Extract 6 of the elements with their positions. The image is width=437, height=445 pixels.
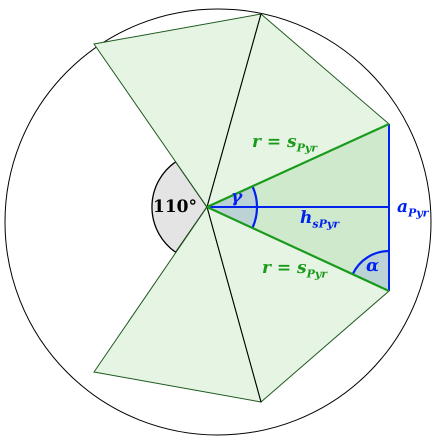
angle-label: 110° [153,199,197,216]
base-length-label: a$_{Pyr}$ [397,199,428,218]
angle-label: α [366,258,380,275]
side-length-label: r = s$_{Pyr}$ [252,134,318,154]
side-length-label: r = s$_{Pyr}$ [262,260,328,280]
height-label: h$_{sPyr}$ [300,210,340,230]
